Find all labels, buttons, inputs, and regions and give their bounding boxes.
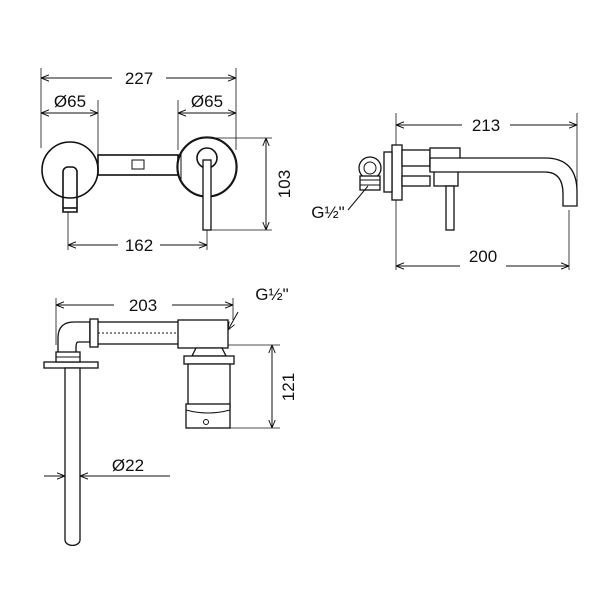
dimension-phi22: Ø22 bbox=[44, 456, 170, 476]
cap-screw bbox=[203, 419, 209, 425]
dimension-103: 103 bbox=[266, 138, 294, 230]
dim-height: 103 bbox=[275, 170, 294, 198]
valve-block bbox=[177, 319, 229, 349]
spout-front bbox=[62, 166, 78, 213]
label-thread-top: G½" bbox=[255, 285, 288, 304]
cartridge-cap bbox=[185, 403, 231, 429]
top-wall-plate bbox=[43, 361, 99, 369]
cartridge-flange bbox=[183, 355, 235, 365]
body-slot bbox=[131, 159, 145, 170]
dimension-200: 200 bbox=[396, 247, 569, 266]
dim-spout-diameter: Ø22 bbox=[112, 456, 144, 475]
dim-length: 203 bbox=[129, 296, 157, 315]
cartridge-stem bbox=[190, 347, 228, 357]
dimension-121: 121 bbox=[272, 345, 298, 428]
spout-arm bbox=[429, 157, 578, 207]
dimension-203: 203 bbox=[56, 296, 233, 315]
dim-overall-width: 227 bbox=[125, 69, 153, 88]
dim-rosette-right: Ø65 bbox=[191, 92, 223, 111]
dim-depth: 213 bbox=[472, 116, 500, 135]
thread-fitting bbox=[359, 175, 381, 191]
dimension-227: 227 bbox=[41, 69, 236, 88]
dimension-213: 213 bbox=[396, 116, 577, 135]
connecting-body bbox=[97, 154, 179, 176]
dimension-phi65-left: Ø65 bbox=[41, 92, 98, 113]
dimension-phi65-right: Ø65 bbox=[178, 92, 236, 113]
plate-collar bbox=[383, 151, 393, 193]
side-view: 213 200 G½" bbox=[311, 113, 578, 270]
top-elbow bbox=[57, 321, 91, 357]
left-rosette bbox=[41, 141, 99, 199]
dim-projection: 200 bbox=[469, 247, 497, 266]
lever-side bbox=[445, 185, 455, 231]
front-view: 227 Ø65 Ø65 103 162 bbox=[40, 68, 294, 255]
body-lower bbox=[401, 175, 431, 187]
dim-rosette-left: Ø65 bbox=[54, 92, 86, 111]
top-view: 203 121 Ø22 G½" bbox=[43, 285, 298, 546]
lever-handle bbox=[202, 159, 212, 231]
wall-plate bbox=[391, 144, 403, 201]
spout-top bbox=[64, 367, 81, 546]
body-upper bbox=[401, 149, 431, 167]
label-thread-side: G½" bbox=[311, 203, 344, 222]
dim-top-height: 121 bbox=[279, 373, 298, 401]
pipe-nut bbox=[89, 318, 99, 348]
dimension-162: 162 bbox=[68, 236, 207, 255]
cartridge-body bbox=[187, 363, 231, 409]
dim-spout-to-lever: 162 bbox=[125, 236, 153, 255]
